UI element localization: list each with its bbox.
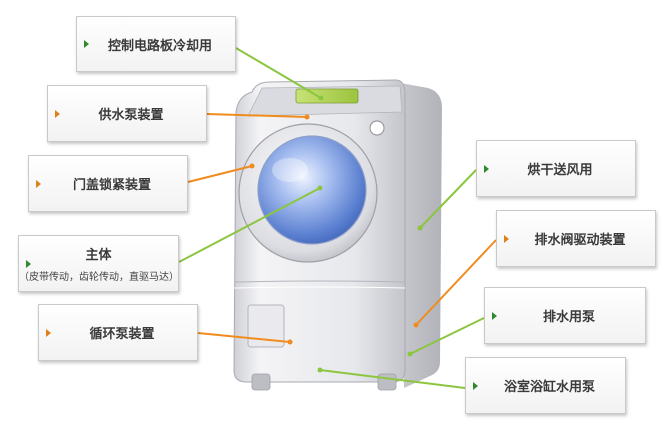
label-text: 浴室浴缸水用泵 [503,380,595,395]
label-drying-fan: 烘干送风用 [476,140,636,197]
bullet-triangle-icon [36,179,41,188]
label-text: 排水用泵 [542,310,595,325]
bullet-triangle-icon [84,40,89,48]
label-text: 供水泵装置 [98,108,164,123]
bullet-triangle-icon [473,381,478,390]
label-subtext: （皮带传动，齿轮传动，直驱马达） [19,272,179,283]
bullet-triangle-icon [504,234,509,243]
bullet-triangle-icon [46,328,51,337]
label-water-supply-pump: 供水泵装置 [47,85,207,142]
label-text: 控制电路板冷却用 [107,38,212,54]
bullet-triangle-icon [492,311,497,320]
label-circulation-pump: 循环泵装置 [38,304,198,361]
right-foot [377,373,397,391]
label-text: 门盖锁紧装置 [72,178,151,193]
label-text: 循环泵装置 [89,327,155,342]
label-text: 排水阀驱动装置 [534,233,626,248]
label-door-lock: 门盖锁紧装置 [28,155,188,212]
label-main-body: 主体 （皮带传动，齿轮传动，直驱马达） [18,235,179,292]
power-button [369,120,385,136]
left-foot [251,373,271,391]
door-glass [257,135,367,245]
label-drain-valve-drive: 排水阀驱动装置 [496,210,656,267]
bullet-triangle-icon [484,164,489,173]
label-control-board-cooling: 控制电路板冷却用 [76,16,236,72]
bullet-triangle-icon [26,260,31,268]
label-bathtub-pump: 浴室浴缸水用泵 [465,357,626,414]
washing-machine [233,79,442,391]
label-text: 烘干送风用 [527,163,593,178]
callout-lines [178,47,497,389]
label-drain-pump: 排水用泵 [484,287,646,344]
bullet-triangle-icon [55,109,60,118]
display-panel [295,88,359,104]
label-text: 主体 [85,248,112,263]
filter-cover [247,304,285,348]
